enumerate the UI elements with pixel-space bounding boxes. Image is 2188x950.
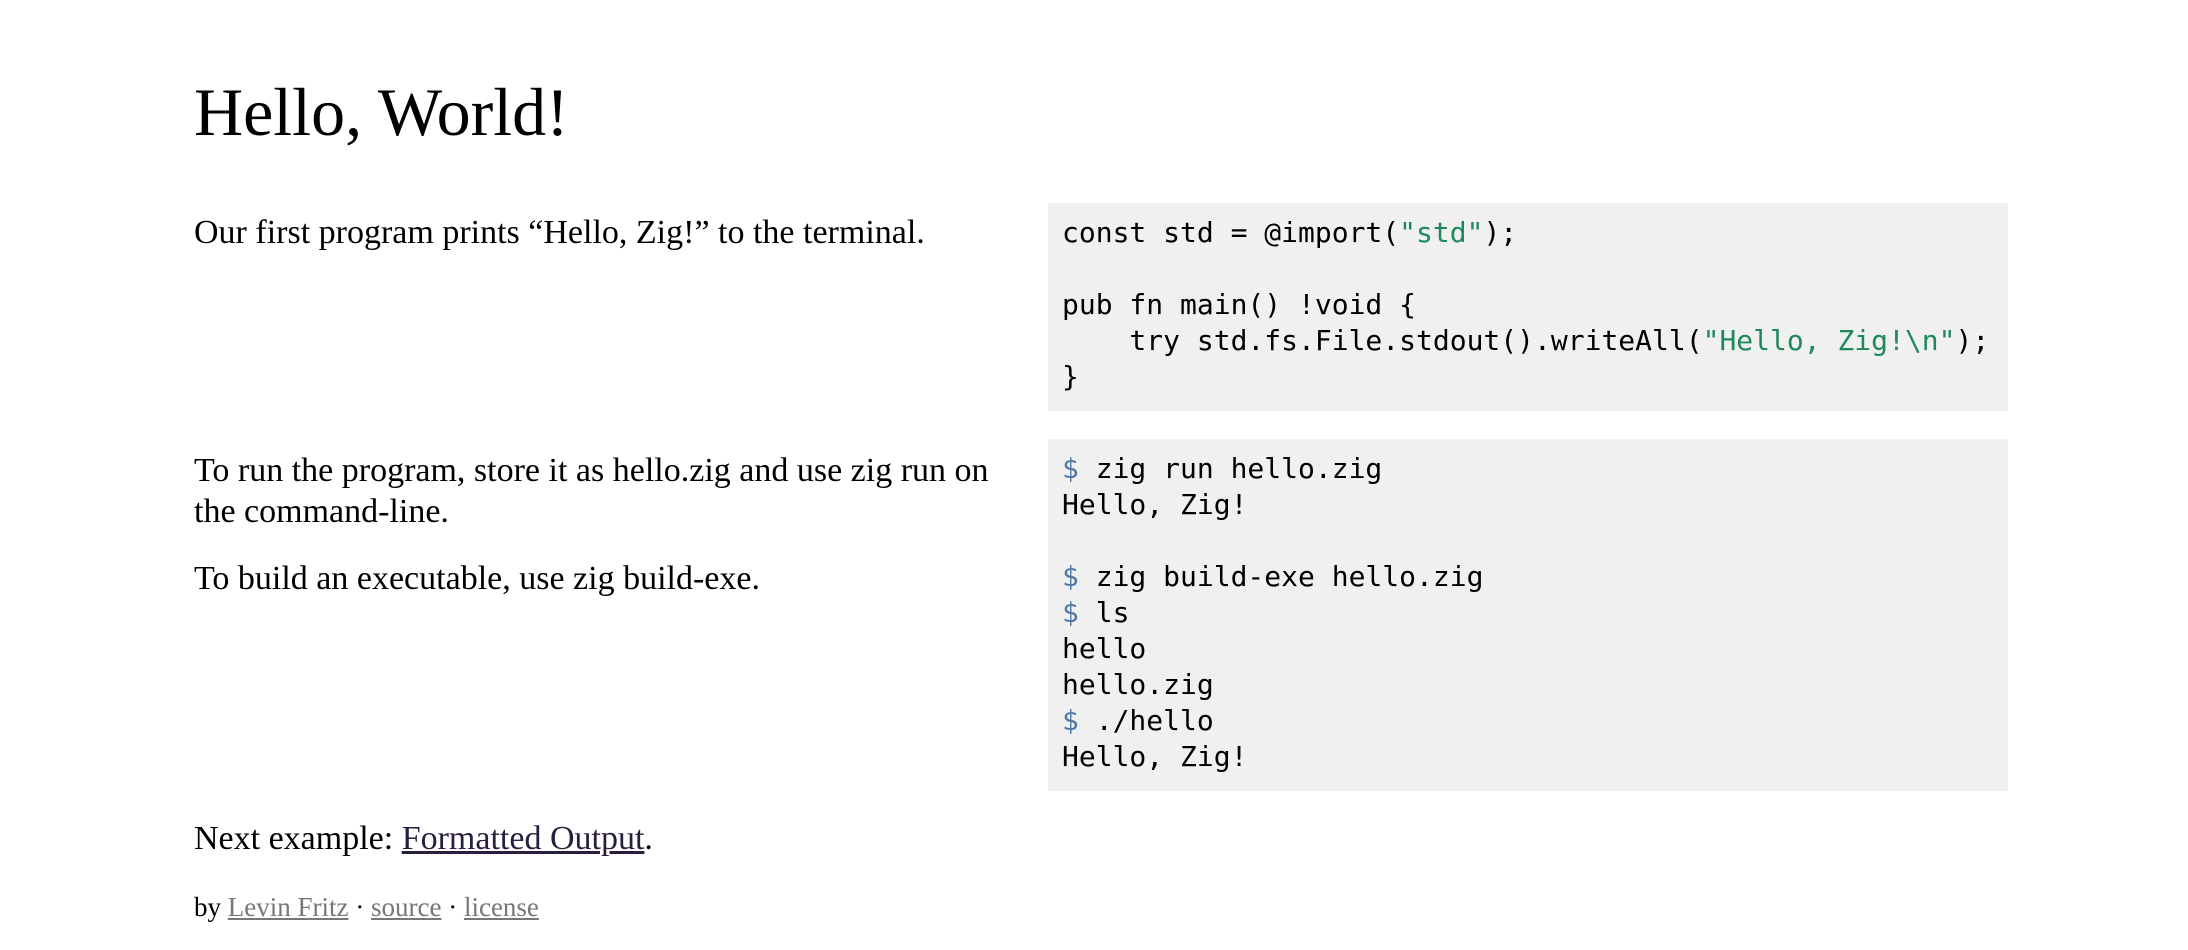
code-text: zig build-exe hello.zig <box>1078 560 1484 593</box>
code-text: ); <box>1955 324 1990 357</box>
code-line: try std.fs.File.stdout().writeAll("Hello… <box>1062 323 1994 359</box>
source-link[interactable]: source <box>370 892 442 922</box>
code-text: const std = @import( <box>1062 216 1400 249</box>
license-link[interactable]: license <box>463 892 539 922</box>
code-text: hello <box>1062 632 1147 665</box>
page-title: Hello, World! <box>194 74 569 150</box>
shell-prompt: $ <box>1062 596 1079 629</box>
next-suffix: . <box>644 820 653 857</box>
footer-by: by <box>194 892 228 922</box>
code-line: Hello, Zig! <box>1062 739 1994 775</box>
paragraph: Our first program prints “Hello, Zig!” t… <box>194 214 925 251</box>
code-line: $ zig build-exe hello.zig <box>1062 559 1994 595</box>
code-line: const std = @import("std"); <box>1062 215 1994 251</box>
string-literal: "Hello, Zig!\n" <box>1702 324 1956 357</box>
code-text: ); <box>1483 216 1518 249</box>
code-line: hello <box>1062 631 1994 667</box>
code-text: hello.zig <box>1062 668 1214 701</box>
code-line: pub fn main() !void { <box>1062 287 1994 323</box>
paragraph: To build an executable, use zig build-ex… <box>194 560 760 597</box>
shell-prompt: $ <box>1062 560 1079 593</box>
next-example-link[interactable]: Formatted Output <box>401 820 645 857</box>
code-line: $ zig run hello.zig <box>1062 451 1994 487</box>
next-prefix: Next example: <box>194 820 402 857</box>
separator: · <box>348 892 371 922</box>
code-text: ./hello <box>1078 704 1214 737</box>
code-text: zig run hello.zig <box>1078 452 1383 485</box>
code-text: Hello, Zig! <box>1062 488 1248 521</box>
shell-prompt: $ <box>1062 452 1079 485</box>
code-line: hello.zig <box>1062 667 1994 703</box>
string-literal: "std" <box>1399 216 1484 249</box>
author-link[interactable]: Levin Fritz <box>227 892 349 922</box>
run-instructions: To run the program, store it as hello.zi… <box>194 450 1004 599</box>
code-line: } <box>1062 359 1994 395</box>
separator: · <box>441 892 464 922</box>
code-line: $ ./hello <box>1062 703 1994 739</box>
next-example: Next example: Formatted Output. <box>194 818 1004 859</box>
code-line <box>1062 251 1994 287</box>
code-line: $ ls <box>1062 595 1994 631</box>
code-line: Hello, Zig! <box>1062 487 1994 523</box>
intro-paragraph: Our first program prints “Hello, Zig!” t… <box>194 212 1004 253</box>
code-line <box>1062 523 1994 559</box>
code-text: Hello, Zig! <box>1062 740 1248 773</box>
code-text: pub fn main() !void { <box>1062 288 1417 321</box>
shell-prompt: $ <box>1062 704 1079 737</box>
code-text: try std.fs.File.stdout().writeAll( <box>1062 324 1703 357</box>
footer: by Levin Fritz · source · license <box>194 892 539 923</box>
paragraph: To run the program, store it as hello.zi… <box>194 452 989 530</box>
code-block-source: const std = @import("std"); pub fn main()… <box>1048 203 2008 411</box>
code-text: ls <box>1078 596 1130 629</box>
code-text: } <box>1062 360 1079 393</box>
